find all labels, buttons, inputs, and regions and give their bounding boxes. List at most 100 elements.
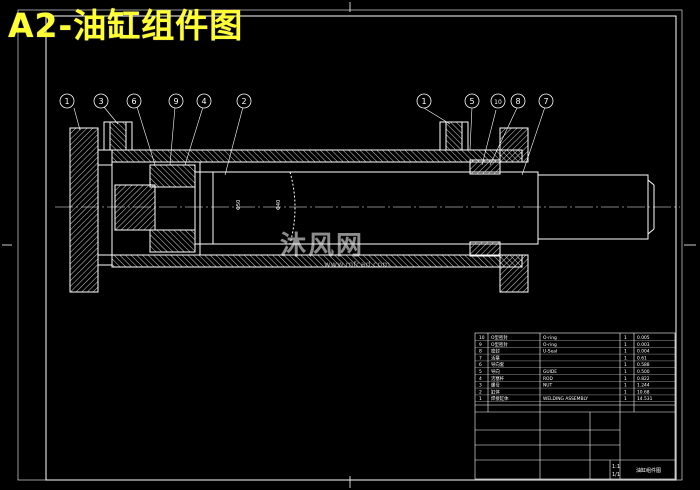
bom-code: U-Seal xyxy=(543,349,557,355)
balloon-4: 4 xyxy=(196,93,212,109)
bom-code: ROD xyxy=(543,376,554,382)
watermark-url: www.mfcad.com xyxy=(324,260,391,269)
bom-name: 活塞 xyxy=(491,354,500,361)
bom-no: 4 xyxy=(479,376,482,382)
drawing-name: 油缸组件图 xyxy=(636,467,661,474)
bom-code: O-ring xyxy=(543,342,557,348)
watermark-text: 沐风网 xyxy=(280,231,365,261)
bom-weight: 0.500 xyxy=(637,369,650,375)
rod-dims: Φ50 Φ40 xyxy=(236,200,282,210)
bom-row: 1 焊接缸体 WELDING ASSEMBLY 1 14.531 xyxy=(475,395,675,402)
bom-code: NUT xyxy=(543,383,552,389)
bom-row: 9 O型密封 O-ring 1 0.003 xyxy=(475,341,675,348)
balloon-5: 5 xyxy=(464,93,480,109)
bom-table xyxy=(474,332,676,480)
piston-rod xyxy=(212,171,655,245)
bom-weight: 10.68 xyxy=(637,389,650,395)
svg-text:7: 7 xyxy=(543,97,548,106)
svg-text:4: 4 xyxy=(201,97,206,106)
bom-name: 导向 xyxy=(491,368,500,375)
gland xyxy=(469,159,501,257)
bom-qty: 1 xyxy=(624,335,627,341)
balloon-8: 8 xyxy=(510,93,526,109)
bom-row: 6 导向套 1 0.588 xyxy=(475,361,675,368)
bom-weight: 0.003 xyxy=(637,342,650,348)
bom-weight: 0.588 xyxy=(637,362,650,368)
scale-value: 1:1 xyxy=(612,464,620,470)
barrel-wall xyxy=(103,121,529,293)
svg-text:Φ40: Φ40 xyxy=(276,200,282,210)
svg-text:Φ50: Φ50 xyxy=(236,200,242,210)
svg-text:8: 8 xyxy=(515,97,520,106)
bom-no: 6 xyxy=(479,362,482,368)
bom-weight: 1.244 xyxy=(637,383,650,389)
balloon-1: 1 xyxy=(416,93,432,109)
bom-row: 5 导向 GUIDE 1 0.500 xyxy=(475,368,675,375)
bom-weight: 14.531 xyxy=(637,396,653,402)
balloon-9: 9 xyxy=(168,93,184,109)
bom-qty: 1 xyxy=(624,369,627,375)
bom-name: O型密封 xyxy=(491,341,508,348)
bom-no: 2 xyxy=(479,389,482,395)
svg-text:1: 1 xyxy=(64,97,69,106)
bom-row: 4 活塞杆 ROD 1 0.822 xyxy=(475,375,675,382)
svg-text:3: 3 xyxy=(98,97,103,106)
bom-weight: 0.61 xyxy=(637,355,647,361)
bom-no: 9 xyxy=(479,342,482,348)
balloon-1: 1 xyxy=(59,93,75,109)
bom-no: 3 xyxy=(479,383,482,389)
bom-no: 5 xyxy=(479,369,482,375)
bom-code: WELDING ASSEMBLY xyxy=(543,396,588,402)
bom-code: O-ring xyxy=(543,335,557,341)
balloon-3: 3 xyxy=(93,93,109,109)
left-end-cap xyxy=(69,127,113,293)
bom-name: 密封 xyxy=(491,348,500,355)
bom-qty: 1 xyxy=(624,355,627,361)
bom-qty: 1 xyxy=(624,342,627,348)
svg-text:2: 2 xyxy=(241,97,246,106)
bom-qty: 1 xyxy=(624,349,627,355)
piston xyxy=(111,161,214,256)
sheet-value: 1/1 xyxy=(612,472,620,478)
bom-qty: 1 xyxy=(624,362,627,368)
inner-frame xyxy=(45,15,677,481)
bom-qty: 1 xyxy=(624,383,627,389)
bom-row: 8 密封 U-Seal 1 0.004 xyxy=(475,348,675,355)
svg-text:6: 6 xyxy=(131,97,136,106)
drawing-title: A2-油缸组件图 xyxy=(8,6,244,45)
svg-text:1: 1 xyxy=(421,97,426,106)
balloon-10: 10 xyxy=(490,93,506,109)
bom-name: 导向套 xyxy=(491,361,505,368)
watermark: 沐风网 www.mfcad.com xyxy=(280,225,390,269)
balloon-2: 2 xyxy=(236,93,252,109)
bom-code: GUIDE xyxy=(543,369,557,375)
bom-no: 8 xyxy=(479,349,482,355)
bom-no: 10 xyxy=(479,335,485,341)
bom-no: 1 xyxy=(479,396,482,402)
bom-name: O型密封 xyxy=(491,334,508,341)
bom-qty: 1 xyxy=(624,376,627,382)
svg-text:5: 5 xyxy=(469,97,474,106)
svg-text:9: 9 xyxy=(173,97,178,106)
bom-row: 7 活塞 1 0.61 xyxy=(475,354,675,361)
bom-no: 7 xyxy=(479,355,482,361)
bom-qty: 1 xyxy=(624,396,627,402)
bom-row: 10 O型密封 O-ring 1 0.005 xyxy=(475,334,675,341)
bom-weight: 0.005 xyxy=(637,335,650,341)
bom-weight: 0.822 xyxy=(637,376,650,382)
balloon-group: 1 3 6 9 4 2 1 5 10 8 7 xyxy=(59,93,554,109)
balloon-7: 7 xyxy=(538,93,554,109)
bom-name: 焊接缸体 xyxy=(491,395,509,402)
bom-name: 活塞杆 xyxy=(491,375,505,382)
svg-text:10: 10 xyxy=(494,99,502,106)
balloon-6: 6 xyxy=(126,93,142,109)
leaders xyxy=(73,106,546,176)
bom-weight: 0.004 xyxy=(637,349,650,355)
bom-qty: 1 xyxy=(624,389,627,395)
